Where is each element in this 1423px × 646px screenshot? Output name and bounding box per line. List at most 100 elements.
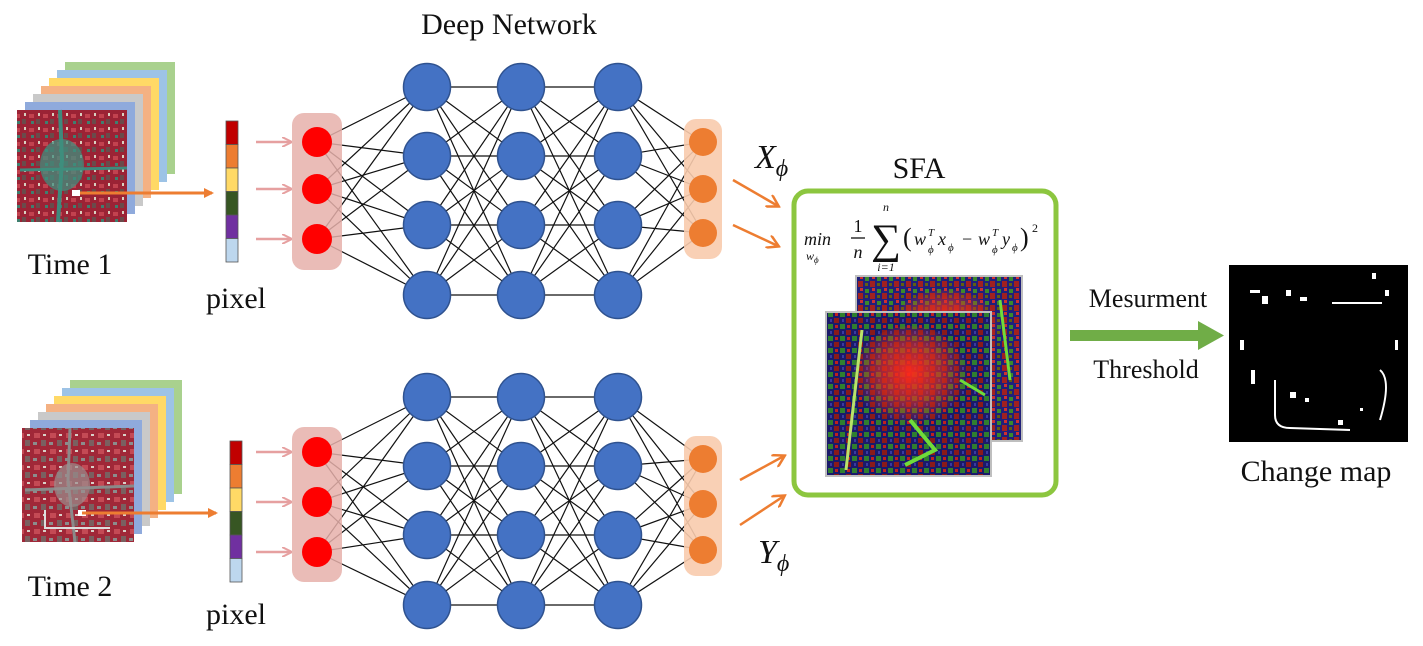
y-to-sfa-arrow-1 (739, 456, 784, 482)
svg-text:ϕ: ϕ (992, 244, 998, 256)
net2-edge (520, 396, 619, 536)
net2-edge (426, 396, 522, 536)
time2-pixel-band (229, 511, 243, 536)
sfa-feature-image-front (825, 311, 992, 477)
net2-input-node (302, 487, 332, 517)
svg-text:T: T (992, 227, 999, 239)
net1-input-node (302, 224, 332, 254)
net1-hidden-node (402, 131, 452, 181)
net1-hidden-node (496, 270, 546, 320)
time2-pixel-label: pixel (206, 598, 266, 631)
net1-output-node (689, 219, 717, 247)
svg-text:1: 1 (854, 216, 863, 236)
net1-hidden-node (402, 62, 452, 112)
svg-text:ϕ: ϕ (1012, 242, 1018, 254)
change-map-label: Change map (1241, 455, 1392, 488)
net2-edge (520, 465, 619, 606)
net1-edge (426, 86, 522, 296)
sfa-objective-formula: min wϕ 1 n n ∑ i=1 ( w T ϕ x ϕ − w T ϕ y… (804, 200, 1038, 274)
net2-connections (316, 396, 704, 606)
x-phi-label: Xϕ (753, 139, 788, 182)
svg-text:w: w (914, 229, 926, 249)
svg-text:): ) (1020, 223, 1029, 252)
net2-output-node (689, 490, 717, 518)
network-time2 (256, 372, 722, 630)
net2-edge (426, 396, 522, 606)
net1-input-node (302, 174, 332, 204)
time1-pixel-band (225, 144, 239, 169)
net2-hidden-node (593, 372, 643, 422)
time1-pixel-bar (225, 120, 239, 263)
net2-edge (426, 465, 522, 606)
time2-pixel-bar (229, 440, 243, 583)
net2-hidden-node (496, 580, 546, 630)
diagram-title: Deep Network (421, 8, 597, 41)
time1-pixel-label: pixel (206, 282, 266, 315)
svg-text:(: ( (903, 223, 912, 252)
net1-edge (520, 86, 619, 296)
svg-text:wϕ: wϕ (806, 249, 819, 265)
svg-text:−: − (962, 229, 972, 249)
net2-hidden-node (593, 510, 643, 560)
time2-label: Time 2 (28, 570, 113, 603)
net1-output-node (689, 128, 717, 156)
time2-pixel-band (229, 440, 243, 465)
net1-hidden-node (402, 200, 452, 250)
time2-pixel-band (229, 487, 243, 512)
net1-output-node (689, 175, 717, 203)
time2-satellite-image (22, 427, 135, 543)
net2-hidden-node (593, 580, 643, 630)
svg-text:2: 2 (1032, 221, 1038, 235)
svg-text:min: min (804, 229, 831, 249)
time2-pixel-band (229, 464, 243, 489)
svg-text:y: y (1000, 229, 1010, 249)
net1-hidden-node (593, 131, 643, 181)
svg-text:ϕ: ϕ (948, 242, 954, 254)
net1-edge (426, 86, 522, 226)
net2-input-node (302, 537, 332, 567)
net2-hidden-node (402, 580, 452, 630)
time2-pixel-band (229, 558, 243, 583)
net1-hidden-node (593, 62, 643, 112)
time1-pixel-band (225, 238, 239, 263)
time1-pixel-band (225, 120, 239, 145)
net2-output-node (689, 536, 717, 564)
svg-text:i=1: i=1 (877, 260, 894, 274)
time1-pixel-band (225, 214, 239, 239)
net1-edge (426, 155, 522, 296)
net1-hidden-node (496, 200, 546, 250)
network-time1 (256, 62, 722, 320)
time1-pixel-band (225, 167, 239, 192)
net1-hidden-node (593, 270, 643, 320)
threshold-label: Threshold (1093, 355, 1198, 384)
svg-text:w: w (978, 229, 990, 249)
net2-hidden-node (496, 510, 546, 560)
time1-label: Time 1 (28, 248, 113, 281)
svg-text:x: x (937, 229, 946, 249)
svg-text:n: n (883, 200, 889, 214)
net2-edge (520, 396, 619, 606)
net1-connections (316, 86, 704, 296)
x-to-sfa-arrow-2 (732, 223, 778, 246)
net1-hidden-node (496, 62, 546, 112)
measurement-label: Mesurment (1089, 284, 1208, 313)
measurement-arrow (1070, 321, 1224, 350)
net2-hidden-node (496, 372, 546, 422)
net2-hidden-node (496, 441, 546, 491)
net1-hidden-node (593, 200, 643, 250)
net2-output-node (689, 445, 717, 473)
net1-edge (520, 86, 619, 226)
net2-hidden-node (402, 441, 452, 491)
time1-satellite-image (17, 109, 128, 223)
svg-text:∑: ∑ (871, 217, 901, 263)
net2-hidden-node (593, 441, 643, 491)
svg-text:T: T (928, 227, 935, 239)
y-to-sfa-arrow-2 (739, 496, 784, 527)
svg-text:n: n (854, 242, 863, 262)
net1-hidden-node (496, 131, 546, 181)
net2-hidden-node (402, 510, 452, 560)
y-phi-label: Yϕ (758, 534, 789, 577)
sfa-title: SFA (893, 152, 946, 185)
